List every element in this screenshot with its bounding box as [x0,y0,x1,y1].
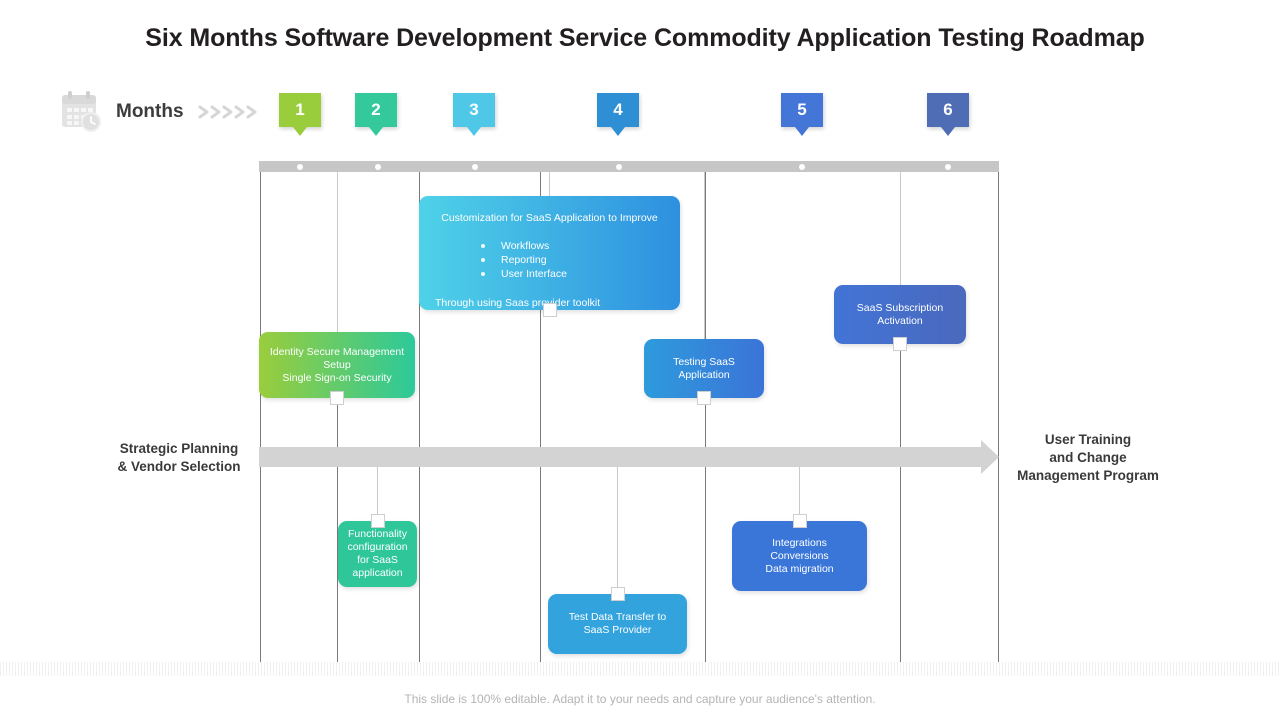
column-divider [705,172,706,662]
milestone-testdata-line1: Test Data Transfer to [568,611,667,623]
connector-stub [697,391,711,405]
left-phase-label-line2: & Vendor Selection [117,459,241,474]
right-phase-label-line1: User Training [1044,432,1132,447]
month-badge-6-number: 6 [943,100,953,119]
column-divider [419,172,420,662]
timeline-dot [616,164,622,170]
bullet-item: Workflows [475,239,680,253]
month-badge-4[interactable]: 4 [597,93,639,136]
column-divider [900,172,901,662]
milestone-functionality-line3: for SaaS [357,554,398,566]
milestone-testing-saas-application[interactable]: Testing SaaS Application [644,339,764,405]
connector-stub [610,587,625,601]
badge-notch [369,127,383,136]
months-header: Months [60,90,260,134]
month-badge-6[interactable]: 6 [927,93,969,136]
month-badge-4-number: 4 [613,100,623,119]
column-divider [260,172,261,662]
milestone-subscription-line2: Activation [877,314,923,327]
month-badge-2-number: 2 [371,100,381,119]
right-phase-label-line2: and Change [1049,450,1127,465]
milestone-customization[interactable]: Customization for SaaS Application to Im… [419,196,680,317]
milestone-testdata-line2: SaaS Provider [583,624,652,636]
badge-notch [611,127,625,136]
timeline-dot [799,164,805,170]
right-phase-label: User Training and Change Management Prog… [993,431,1183,485]
milestone-customization-heading: Customization for SaaS Application to Im… [441,212,658,224]
month-badge-1-number: 1 [295,100,305,119]
milestone-subscription-line1: SaaS Subscription [856,301,944,314]
milestone-integrations-line1: Integrations [772,536,827,549]
progress-arrow-bar [259,447,981,467]
timeline-dot [472,164,478,170]
milestone-customization-bullets: Workflows Reporting User Interface [419,239,680,281]
milestone-functionality-line4: application [352,567,403,579]
milestone-functionality-line1: Functionality [348,528,407,540]
milestone-identity-line3: Single Sign-on Security [282,371,392,384]
leader-line-integrations [799,467,800,520]
badge-notch [467,127,481,136]
progress-arrow-head [981,440,999,474]
milestone-identity-line1: Identity Secure Management [269,345,405,358]
month-badge-1[interactable]: 1 [279,93,321,136]
milestone-customization-footer: Through using Saas provider toolkit [435,297,601,309]
milestone-identity-line2: Setup [323,358,351,371]
milestone-testing-line2: Application [678,368,730,381]
bullet-item: User Interface [475,267,680,281]
leader-line-subscription [900,172,901,349]
connector-stub [330,391,344,405]
milestone-identity-secure-management[interactable]: Identity Secure Management Setup Single … [259,332,415,405]
slide-footer-note: This slide is 100% editable. Adapt it to… [404,692,876,706]
badge-notch [293,127,307,136]
leader-line-functionality [377,467,378,524]
timeline-dot [375,164,381,170]
milestone-testing-line1: Testing SaaS [673,355,735,368]
month-badge-3[interactable]: 3 [453,93,495,136]
milestone-integrations-line2: Conversions [770,549,829,562]
month-badge-2[interactable]: 2 [355,93,397,136]
month-badge-5[interactable]: 5 [781,93,823,136]
left-phase-label: Strategic Planning & Vendor Selection [88,440,270,476]
badge-notch [941,127,955,136]
page-title: Six Months Software Development Service … [145,24,1145,52]
connector-stub [893,337,907,351]
column-divider [540,172,541,662]
chevrons-right-icon [198,102,260,122]
timeline-dot [297,164,303,170]
badge-notch [795,127,809,136]
month-badge-5-number: 5 [797,100,807,119]
right-phase-label-line3: Management Program [1017,468,1159,483]
leader-line-identity [337,172,338,404]
timeline-track [259,161,999,172]
column-divider [337,172,338,662]
column-divider [998,172,999,662]
milestone-functionality-line2: configuration [347,541,408,553]
connector-stub [370,514,385,528]
milestone-integrations-line3: Data migration [765,562,834,575]
milestone-saas-subscription-activation[interactable]: SaaS Subscription Activation [834,285,966,351]
connector-stub [792,514,807,528]
bullet-item: Reporting [475,253,680,267]
timeline-dot [945,164,951,170]
months-label: Months [116,101,184,122]
month-badge-3-number: 3 [469,100,479,119]
milestone-functionality-configuration[interactable]: Functionality configuration for SaaS app… [338,514,417,587]
leader-line-testdata [617,467,618,594]
calendar-clock-icon [60,90,106,134]
milestone-test-data-transfer[interactable]: Test Data Transfer to SaaS Provider [548,587,687,654]
connector-stub [542,303,557,317]
left-phase-label-line1: Strategic Planning [119,441,239,456]
bottom-texture-strip [0,662,1280,676]
milestone-integrations-conversions[interactable]: Integrations Conversions Data migration [732,514,867,591]
leader-line-testing [704,172,705,403]
